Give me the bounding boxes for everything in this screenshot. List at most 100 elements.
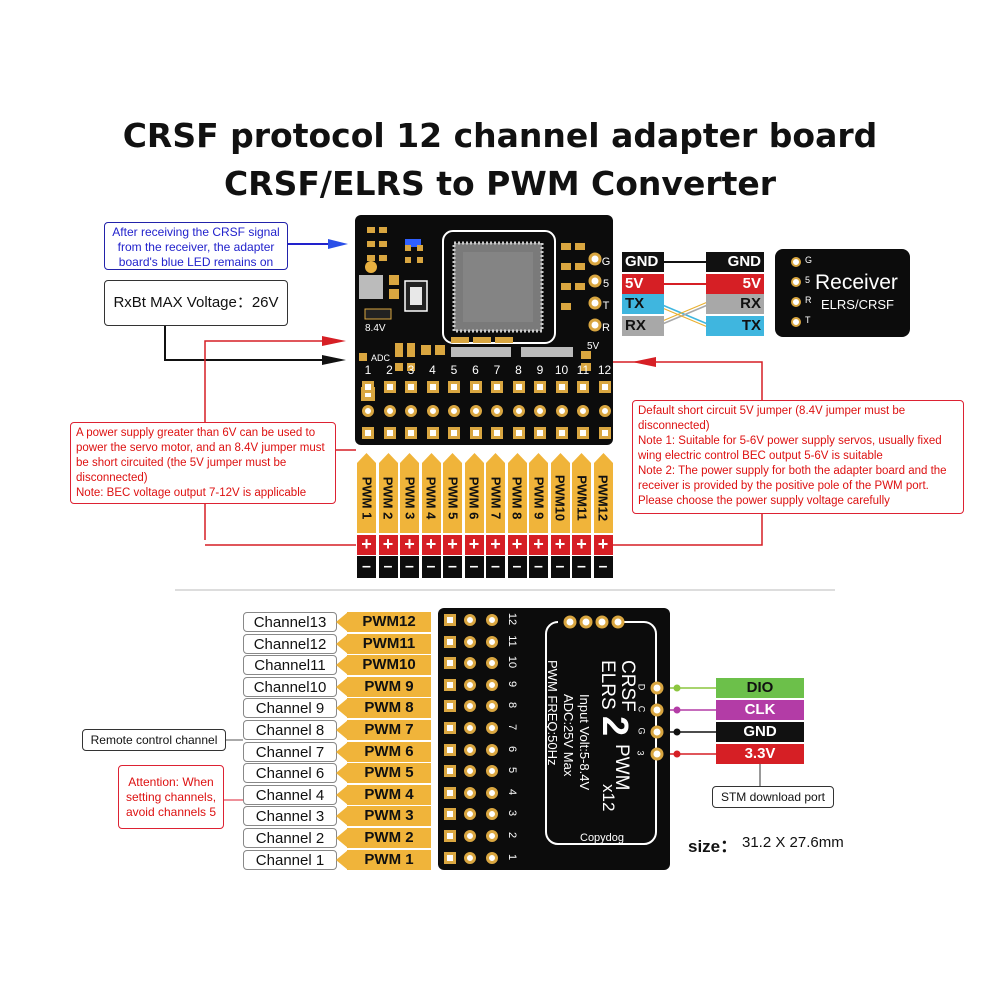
pwm-tab-point [400,453,419,463]
pin-pad [464,830,476,842]
pwm-side-label-9: PWM 3 [347,806,431,827]
bottom-pin-number: 6 [506,745,518,752]
stm-pin-letter: C [636,705,647,713]
pwm-side-arrow [336,676,348,697]
plus-terminal: + [507,535,527,555]
pwm-top-label-4: PWM 4 [421,463,441,533]
pin-pad [598,427,611,439]
pin-pad [577,427,589,439]
pwm-top-label-12: PWM12 [593,463,613,533]
stm-pin-letter: G [636,727,647,735]
pin-pad [426,405,439,417]
pwm-top-label-5: PWM 5 [443,463,462,533]
pin-number-4: 4 [429,363,436,377]
pin-letter-5: 5 [602,278,610,290]
pin-pad [444,678,456,691]
channel-label-3: Channel10 [243,676,337,697]
stm-port-note: STM download port [712,786,834,808]
plus-terminal: + [464,535,484,555]
pwm-side-arrow [336,612,348,632]
pin-pad [486,808,498,821]
minus-terminal: – [507,556,527,578]
silk-x12: x12 [599,784,618,812]
silk-elrs: ELRS [597,660,618,710]
pwm-tab-point [550,453,570,463]
minus-terminal: – [550,556,570,578]
silk-crsf: CRSF [617,660,638,712]
blue-led [405,239,421,247]
pin-pad [469,405,482,417]
channel-label-11: Channel 1 [243,849,337,870]
bottom-pin-number: 8 [506,702,518,709]
pin-pad [469,381,482,393]
pin-pad [444,830,456,842]
silk-big-2: 2 [595,716,636,737]
pin-pad [486,614,498,626]
rxbt-wire-black [164,326,328,361]
pwm-top-text: PWM 8 [509,476,525,520]
pwm-side-label-10: PWM 2 [347,828,431,848]
pin-pad [486,830,498,842]
remote-control-note: Remote control channel [82,729,226,751]
pwm-tab-point [572,453,591,463]
blue-led-note: After receiving the CRSF signal from the… [104,222,288,270]
pwm-side-label-4: PWM 8 [347,698,431,719]
pwm-top-label-2: PWM 2 [378,463,398,533]
plus-terminal: + [357,535,376,555]
pin-pad [444,722,456,734]
pin-number-12: 12 [597,363,612,377]
pin-pad [444,700,456,713]
pin-number-1: 1 [364,363,372,377]
pwm-tab-point [593,453,613,463]
pin-pad [444,808,456,821]
pin-pad [555,405,568,417]
stm-label-gnd: GND [716,722,804,742]
label-8-4v: 8.4V [365,323,386,334]
receiver-pin-letter: R [805,295,812,305]
pin-pad [577,381,589,393]
pin-pad [448,427,460,439]
receiver-wire-rx: RX [706,294,764,314]
plus-terminal: + [421,535,441,555]
pin-pad [362,427,374,439]
pwm-tab-point [378,453,398,463]
pin-pad [383,405,396,417]
pwm-top-text: PWM10 [552,474,568,522]
pin-pad [491,427,503,439]
pin-pad [486,786,498,799]
pin-pad [444,743,456,756]
receiver-pin-pad [791,297,801,307]
page-subtitle: CRSF/ELRS to PWM Converter [223,164,777,203]
pin-pad [577,405,589,417]
pin-pad [444,614,456,626]
pin-pad [405,427,417,439]
bottom-pin-number: 10 [506,656,518,669]
pin-pad [405,381,417,393]
pwm-side-arrow [336,698,348,719]
minus-terminal: – [529,556,548,578]
minus-terminal: – [486,556,505,578]
pin-pad [444,657,456,670]
size-label: size： [688,837,738,856]
receiver-pin-letter: G [805,255,813,265]
pwm-side-label-8: PWM 4 [347,784,431,805]
pin-pad [405,405,417,417]
pwm-side-arrow [336,720,348,740]
pwm-side-label-7: PWM 5 [347,763,431,784]
pin-pad [444,635,456,648]
board-wire-rx: RX [622,316,664,336]
minus-terminal: – [378,556,398,578]
silk-input-volt: Input Volt:5-8.4V [577,694,592,791]
minus-terminal: – [443,556,462,578]
pwm-side-label-1: PWM11 [347,633,431,654]
minus-terminal: – [572,556,591,578]
plus-terminal: + [593,535,613,555]
silk-pwm-freq: PWM FREQ:50Hz [545,660,560,766]
pin-pad [486,678,498,691]
pwm-top-text: PWM 1 [359,476,374,520]
pin-pad [464,765,476,778]
pwm-side-arrow [336,806,348,827]
blue-arrow-icon [328,239,348,249]
plus-terminal: + [486,535,505,555]
pin-pad [444,851,456,864]
